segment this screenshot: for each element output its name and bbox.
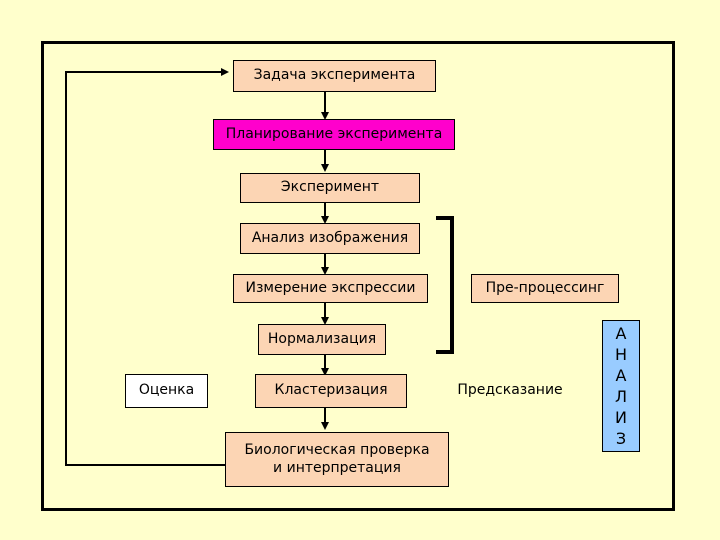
analysis-letter: А [615, 366, 627, 385]
analysis-letter: Н [614, 345, 628, 364]
image-analysis-box: Анализ изображения [240, 223, 420, 254]
prediction-label: Предсказание [457, 382, 563, 399]
expression-box: Измерение экспрессии [233, 274, 428, 303]
planning-box: Планирование эксперимента [213, 119, 455, 150]
analysis-letter: А [615, 324, 627, 343]
task-box: Задача эксперимента [233, 60, 436, 92]
evaluation-box: Оценка [125, 374, 208, 408]
clustering-box: Кластеризация [255, 374, 407, 408]
normalization-box: Нормализация [258, 324, 386, 355]
validation-box: Биологическая проверка и интерпретация [225, 432, 449, 487]
analysis-letter: Л [614, 387, 628, 406]
analysis-letter: З [615, 429, 627, 448]
analysis-letter: И [615, 408, 627, 427]
experiment-box: Эксперимент [240, 173, 420, 203]
analysis-vertical-label: А Н А Л И З [602, 320, 640, 452]
preprocessing-box: Пре-процессинг [471, 274, 619, 303]
